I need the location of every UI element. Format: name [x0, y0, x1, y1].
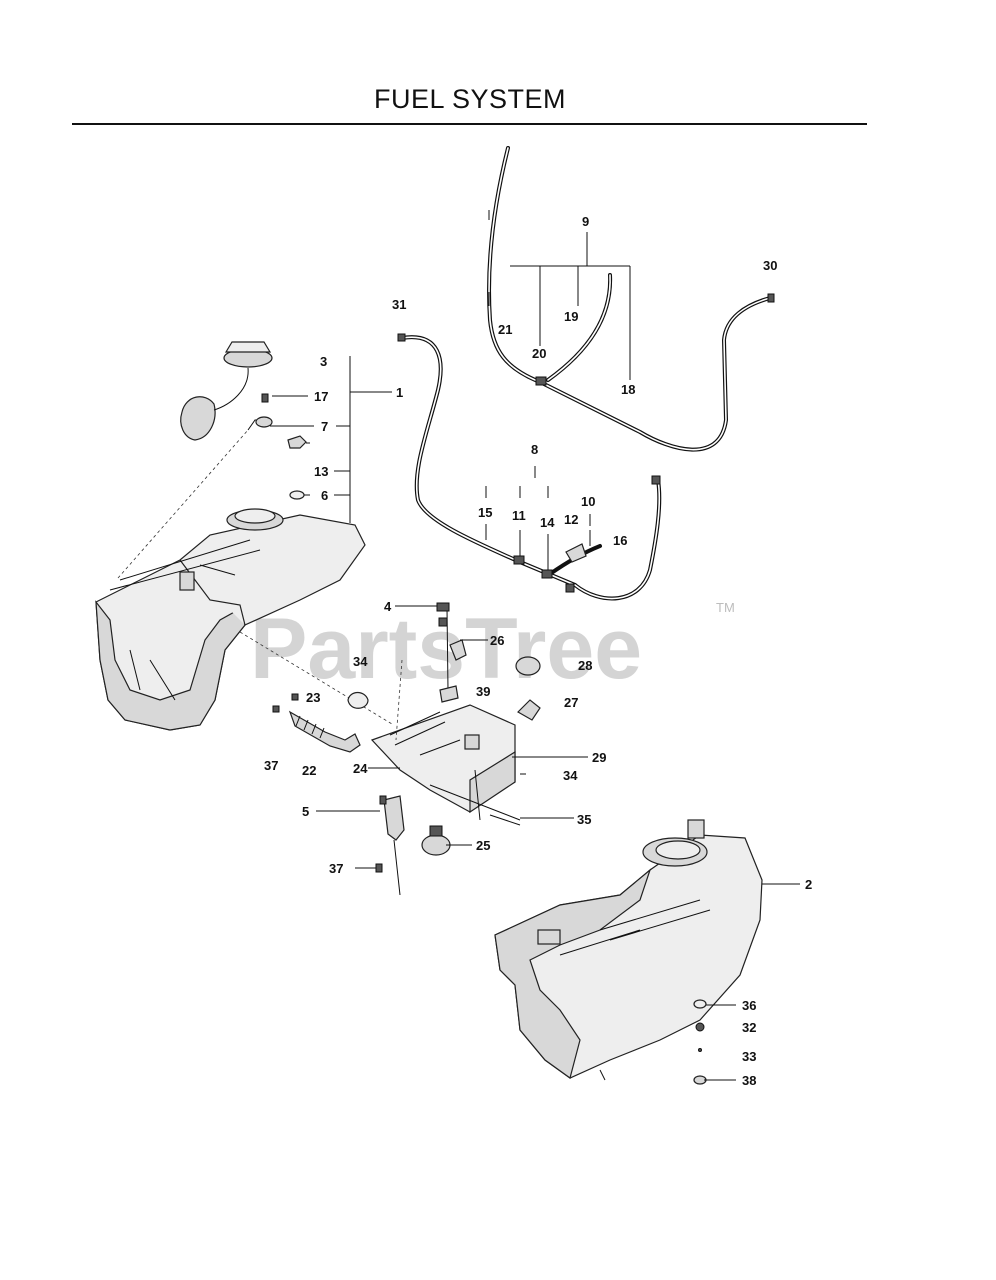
fuel-cap [117, 341, 273, 579]
callout-7: 7 [321, 419, 328, 434]
callout-19: 19 [564, 309, 578, 324]
callout-23: 23 [306, 690, 320, 705]
trademark-mark: TM [716, 600, 735, 615]
callout-38: 38 [742, 1073, 756, 1088]
callout-30: 30 [763, 258, 777, 273]
callout-5: 5 [302, 804, 309, 819]
callout-16: 16 [613, 533, 627, 548]
callout-35: 35 [577, 812, 591, 827]
callout-34-upper: 34 [353, 654, 368, 669]
callout-37-upper: 37 [264, 758, 278, 773]
callout-17: 17 [314, 389, 328, 404]
callout-25: 25 [476, 838, 490, 853]
callout-33: 33 [742, 1049, 756, 1064]
callout-4: 4 [384, 599, 392, 614]
callout-13: 13 [314, 464, 328, 479]
callout-26: 26 [490, 633, 504, 648]
callout-20: 20 [532, 346, 546, 361]
callout-32: 32 [742, 1020, 756, 1035]
callout-29: 29 [592, 750, 606, 765]
callout-3: 3 [320, 354, 327, 369]
fuel-valve-bracket [239, 602, 541, 826]
vent-parts-stack [255, 393, 307, 500]
leader-lines [316, 605, 800, 1081]
callout-14: 14 [540, 515, 555, 530]
callout-24: 24 [353, 761, 368, 776]
fuel-pump [421, 825, 451, 856]
callout-bracket-1 [270, 356, 392, 523]
title-underline [72, 123, 867, 125]
fuel-tank-left [95, 508, 366, 731]
callout-28: 28 [578, 658, 592, 673]
callout-1: 1 [396, 385, 403, 400]
callout-37-lower: 37 [329, 861, 343, 876]
hose-assembly-8 [397, 333, 662, 601]
callout-9: 9 [582, 214, 589, 229]
callout-34-lower: 34 [563, 768, 578, 783]
hose-assembly-9 [487, 146, 775, 452]
shutoff-lever [375, 795, 405, 896]
callout-31: 31 [392, 297, 406, 312]
callout-8: 8 [531, 442, 538, 457]
watermark-text: PartsTree [250, 601, 642, 697]
callout-labels: 1 2 3 4 5 6 7 8 9 10 11 12 13 14 15 16 1… [264, 214, 812, 1088]
callout-39: 39 [476, 684, 490, 699]
callout-12: 12 [564, 512, 578, 527]
callout-18: 18 [621, 382, 635, 397]
fuel-tank-right [494, 819, 763, 1081]
callout-11: 11 [512, 508, 526, 523]
callout-2: 2 [805, 877, 812, 892]
callout-22: 22 [302, 763, 316, 778]
callout-21: 21 [498, 322, 512, 337]
page-title: FUEL SYSTEM [373, 84, 567, 114]
callout-10: 10 [581, 494, 595, 509]
callout-15: 15 [478, 505, 492, 520]
callout-36: 36 [742, 998, 756, 1013]
callout-6: 6 [321, 488, 328, 503]
callout-27: 27 [564, 695, 578, 710]
